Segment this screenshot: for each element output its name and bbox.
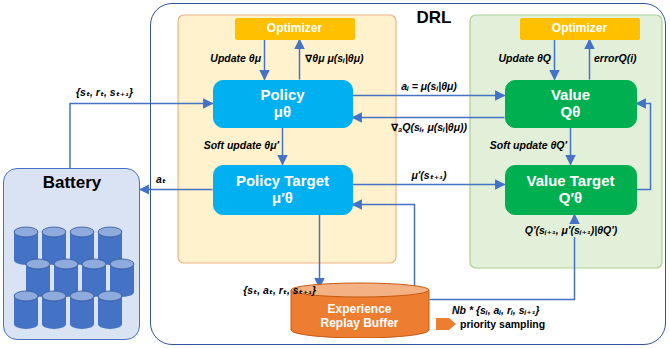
edge-label: Soft update θμ′ <box>204 139 279 152</box>
critic-panel <box>470 15 662 268</box>
actor-panel <box>178 15 396 263</box>
priority-arrow <box>436 318 456 330</box>
edge-label: aᵢ = μ(sᵢ|θμ) <box>401 80 457 93</box>
edge-label: Update θμ <box>210 52 261 65</box>
edge-label: Q′(sᵢ₊₁, μ′(sᵢ₊₁)|θQ′) <box>523 224 620 237</box>
node-label: Policy Target μ′θ <box>227 173 339 206</box>
flow-arrow <box>570 128 572 165</box>
flow-arrow <box>554 40 556 80</box>
value-box: Value Qθ <box>505 80 637 128</box>
battery-cell <box>42 291 66 329</box>
node-title: Battery <box>43 174 102 193</box>
edge-label: errorQ(i) <box>594 52 637 65</box>
node-title: DRL <box>417 9 452 28</box>
edge-label: ∇ₐQ(sᵢ, μ(sᵢ|θμ)) <box>391 121 467 134</box>
flow-arrow <box>70 104 213 169</box>
battery-box: Battery <box>3 168 140 340</box>
flow-arrow <box>299 40 301 80</box>
edge-label: ∇θμ μ(sᵢ|θμ) <box>305 52 364 65</box>
flow-arrow <box>353 117 505 119</box>
optimizer-box: Optimizer <box>520 18 640 40</box>
node-label: Optimizer <box>552 22 607 35</box>
edge-label: Nb * {sᵢ, aᵢ, rᵢ, sᵢ₊₁} <box>452 304 540 317</box>
node-label: Value Target Q′θ <box>515 173 627 206</box>
optimizer-box: Optimizer <box>235 18 355 40</box>
node-label: Value Qθ <box>543 87 598 120</box>
node-label: Optimizer <box>267 22 322 35</box>
policy-target-box: Policy Target μ′θ <box>213 165 353 215</box>
flow-arrow <box>637 104 651 190</box>
value-target-box: Value Target Q′θ <box>505 165 637 215</box>
flow-arrow <box>353 95 505 97</box>
annotation-label: priority sampling <box>460 318 545 331</box>
policy-box: Policy μθ <box>213 80 353 128</box>
flow-arrow <box>353 205 415 288</box>
flow-arrow <box>282 128 284 165</box>
edge-label: Soft update θQ′ <box>490 139 567 152</box>
edge-label: μ′(sₜ₊₁) <box>412 169 447 182</box>
battery-cell <box>14 291 38 329</box>
node-label: Experience Replay Buffer <box>310 303 410 329</box>
edge-label: {sₜ, rₜ, sₜ₊₁} <box>76 86 133 99</box>
edge-label: aₜ <box>156 173 166 186</box>
node-label: Policy μθ <box>253 87 313 120</box>
flow-arrow <box>319 215 321 288</box>
battery-cell <box>98 291 122 329</box>
flow-arrow <box>589 40 591 80</box>
battery-cells <box>4 169 141 341</box>
edge-label: {sₜ, aₜ, rₜ, sₜ₊₁} <box>243 284 316 297</box>
flow-arrow <box>353 184 505 186</box>
flow-arrow <box>264 40 266 80</box>
battery-cell <box>70 291 94 329</box>
edge-label: Update θQ <box>498 52 551 65</box>
